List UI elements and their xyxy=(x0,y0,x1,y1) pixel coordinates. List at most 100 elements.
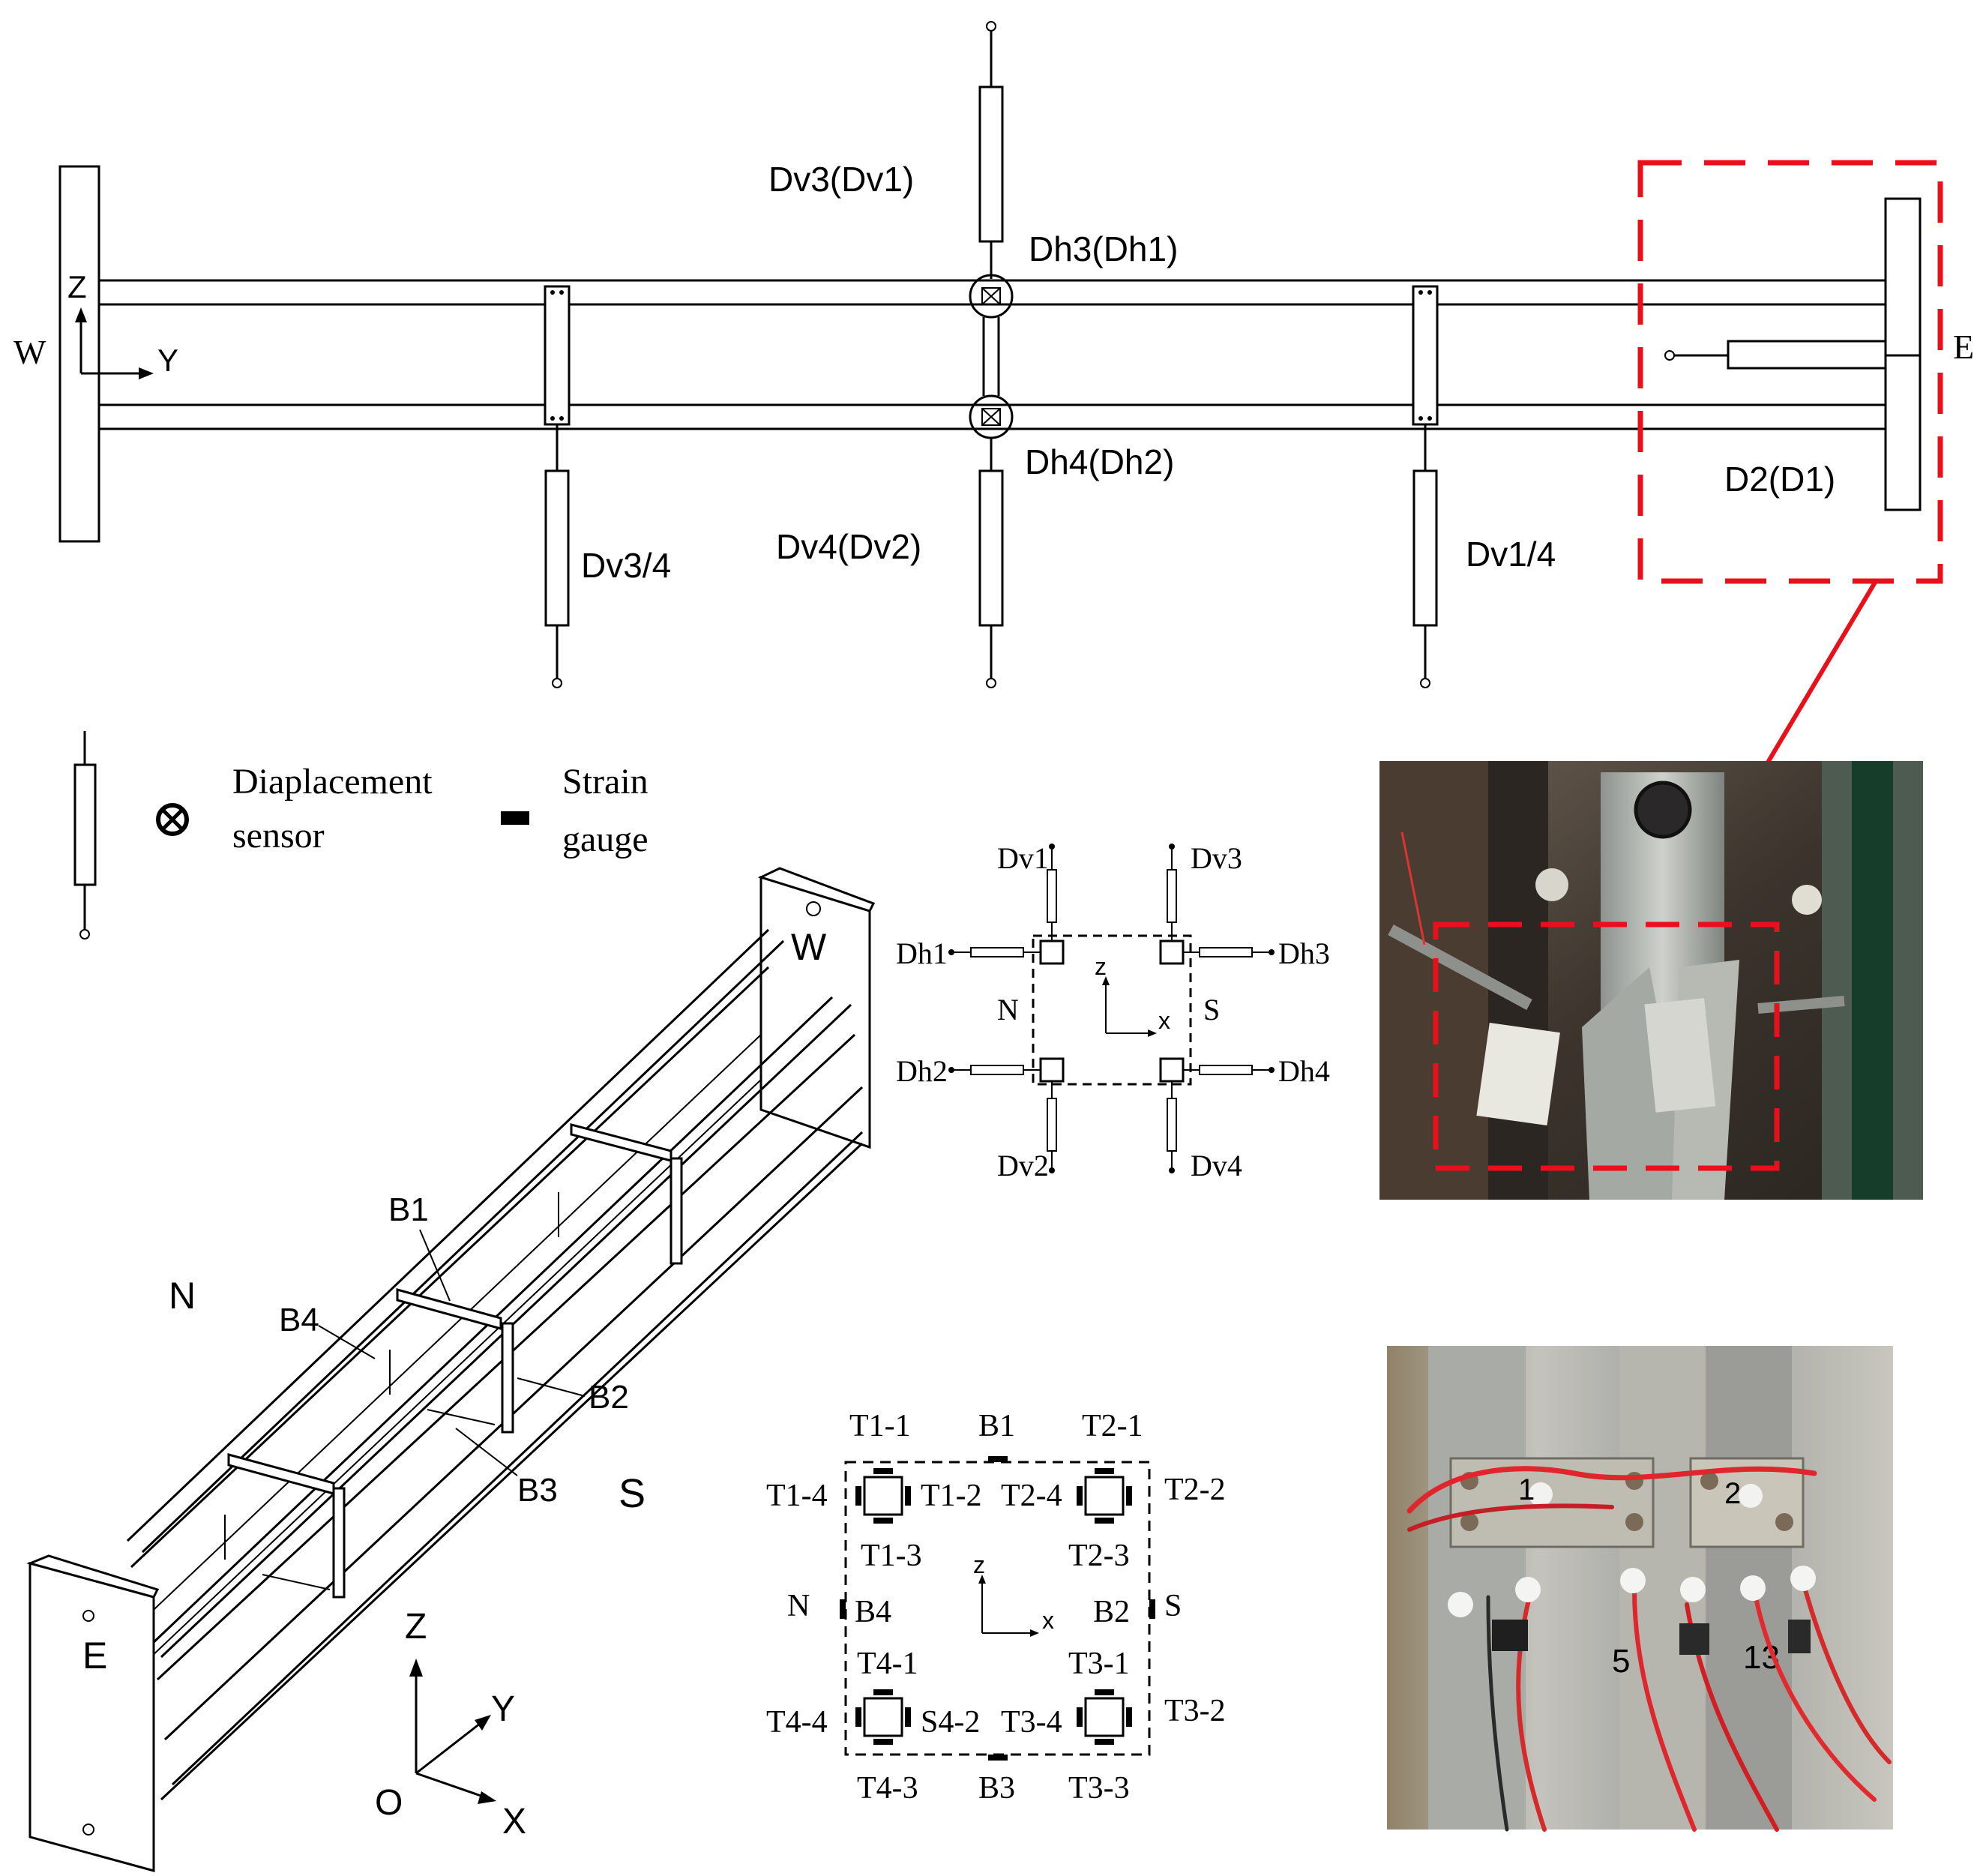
gauge-b2 xyxy=(1149,1599,1155,1619)
iso-label-b4: B4 xyxy=(279,1302,319,1338)
label-t4-4: T4-4 xyxy=(766,1705,828,1740)
iso-axis-x: X xyxy=(502,1802,526,1842)
legend-sensor-symbol xyxy=(73,731,97,939)
iso-west-label: W xyxy=(791,926,827,968)
label-t1-3: T1-3 xyxy=(861,1539,922,1573)
label-t2-1: T2-1 xyxy=(1082,1409,1143,1443)
label-t2-3: T2-3 xyxy=(1068,1539,1130,1573)
label-dv3-dv1: Dv3(Dv1) xyxy=(768,160,914,199)
label-dv1-4: Dv1/4 xyxy=(1466,535,1556,574)
label-s4-2: S4-2 xyxy=(921,1705,980,1740)
photo1-highlight-box xyxy=(1433,922,1780,1171)
iso-label-b1: B1 xyxy=(388,1191,429,1228)
iso-members xyxy=(126,928,864,1801)
strain-gauge-icon xyxy=(501,811,529,825)
section2-north: N xyxy=(787,1589,810,1623)
iso-label-b2: B2 xyxy=(589,1379,629,1416)
label-t3-2: T3-2 xyxy=(1164,1694,1226,1728)
displacement-marker-dh3 xyxy=(969,274,1014,319)
label-t4-1: T4-1 xyxy=(857,1647,918,1681)
label-t2-2: T2-2 xyxy=(1164,1473,1226,1507)
label-gb2: B2 xyxy=(1093,1595,1130,1629)
iso-south-label: S xyxy=(619,1471,646,1516)
label-dv4: Dv4 xyxy=(1191,1149,1242,1182)
label-dh2: Dh2 xyxy=(896,1054,948,1088)
label-dv4-dv2: Dv4(Dv2) xyxy=(776,527,921,566)
photo2-marking-1: 1 xyxy=(1518,1473,1535,1506)
section2-axis-x: x xyxy=(1042,1607,1054,1634)
label-t2-4: T2-4 xyxy=(1001,1479,1062,1513)
photo2-marking-5: 5 xyxy=(1612,1643,1630,1680)
iso-axis-z: Z xyxy=(405,1607,427,1647)
plan-west-label: W xyxy=(13,333,46,371)
legend-strain-line2: gauge xyxy=(562,820,649,859)
iso-axis-y: Y xyxy=(491,1689,515,1729)
isometric-view: W xyxy=(26,867,876,1872)
label-d2-d1: D2(D1) xyxy=(1724,460,1835,499)
photo2-marking-2: 2 xyxy=(1724,1477,1741,1510)
label-t4-3: T4-3 xyxy=(857,1771,918,1806)
label-gb3: B3 xyxy=(978,1771,1015,1806)
plan-axis-z: Z xyxy=(67,269,87,304)
iso-origin: O xyxy=(375,1783,403,1823)
label-dv3: Dv3 xyxy=(1191,841,1242,875)
section1-south: S xyxy=(1203,993,1220,1026)
label-gb4: B4 xyxy=(855,1595,891,1629)
plan-beams xyxy=(99,279,1886,430)
label-t3-4: T3-4 xyxy=(1001,1705,1062,1740)
plan-east-label: E xyxy=(1953,328,1974,366)
gauge-b1 xyxy=(988,1456,1008,1462)
sensor-dv4-dv2 xyxy=(978,438,1004,688)
label-t1-4: T1-4 xyxy=(766,1479,828,1513)
label-dh3: Dh3 xyxy=(1278,937,1330,970)
sensor-dv3-4 xyxy=(544,424,570,688)
iso-north-label: N xyxy=(169,1275,196,1317)
gauge-b4 xyxy=(840,1599,846,1619)
label-t1-2: T1-2 xyxy=(921,1479,982,1513)
label-dv3-4: Dv3/4 xyxy=(581,546,671,585)
label-t1-1: T1-1 xyxy=(849,1409,911,1443)
legend-displacement-line1: Diaplacement xyxy=(232,762,433,802)
label-dh1: Dh1 xyxy=(896,937,948,970)
legend: Diaplacement sensor Strain gauge xyxy=(73,731,649,939)
section2-axis-z: z xyxy=(973,1551,985,1578)
section1-north: N xyxy=(997,993,1019,1026)
section2-south: S xyxy=(1164,1589,1182,1623)
plan-axis-y: Y xyxy=(157,343,178,378)
label-t3-1: T3-1 xyxy=(1068,1647,1130,1681)
photo-sensor-setup xyxy=(1379,761,1923,1200)
label-dv1: Dv1 xyxy=(997,841,1049,875)
section1-axis-x: x xyxy=(1158,1007,1170,1034)
section-outline xyxy=(1032,934,1192,1086)
iso-east-label: E xyxy=(82,1635,107,1677)
section-gauge-layout: T1-1 B1 T2-1 T1-4 T1-2 T2-4 T2-2 T1-3 T2… xyxy=(766,1409,1226,1806)
plan-axes: Z Y xyxy=(67,269,178,379)
sensor-dv3-dv1 xyxy=(978,21,1004,279)
plan-highlight-box xyxy=(1637,160,1943,584)
iso-label-b3: B3 xyxy=(517,1472,558,1509)
chord-t3 xyxy=(1077,1689,1132,1745)
legend-strain-line1: Strain xyxy=(562,762,649,802)
west-end-plate xyxy=(58,165,100,543)
legend-displacement-line2: sensor xyxy=(232,816,325,856)
section2-axes: z x xyxy=(973,1551,1054,1637)
section-sensor-layout: Dv1 Dv3 Dv2 Dv4 Dh1 Dh3 Dh2 Dh4 N S z x xyxy=(896,841,1330,1182)
displacement-marker-dh4 xyxy=(969,394,1014,439)
chord-t1 xyxy=(855,1468,911,1524)
label-t3-3: T3-3 xyxy=(1068,1771,1130,1806)
iso-axes: Z Y X O xyxy=(375,1607,526,1842)
photo-strain-gauges: 1 2 5 13 xyxy=(1387,1346,1893,1832)
plan-batten-right xyxy=(1412,285,1439,426)
chord-t2 xyxy=(1077,1468,1132,1524)
iso-batten-1 xyxy=(558,1123,683,1265)
iso-batten-2 xyxy=(389,1288,514,1434)
sensor-d2-d1 xyxy=(1664,340,1920,370)
section1-axes: z x xyxy=(1095,953,1170,1037)
label-dh3-dh1: Dh3(Dh1) xyxy=(1029,229,1178,268)
chord-t4 xyxy=(855,1689,911,1745)
displacement-sensor-icon xyxy=(156,803,189,836)
plan-batten-left xyxy=(544,285,571,426)
sensor-dv1-4 xyxy=(1412,424,1438,688)
label-gb1: B1 xyxy=(978,1409,1015,1443)
